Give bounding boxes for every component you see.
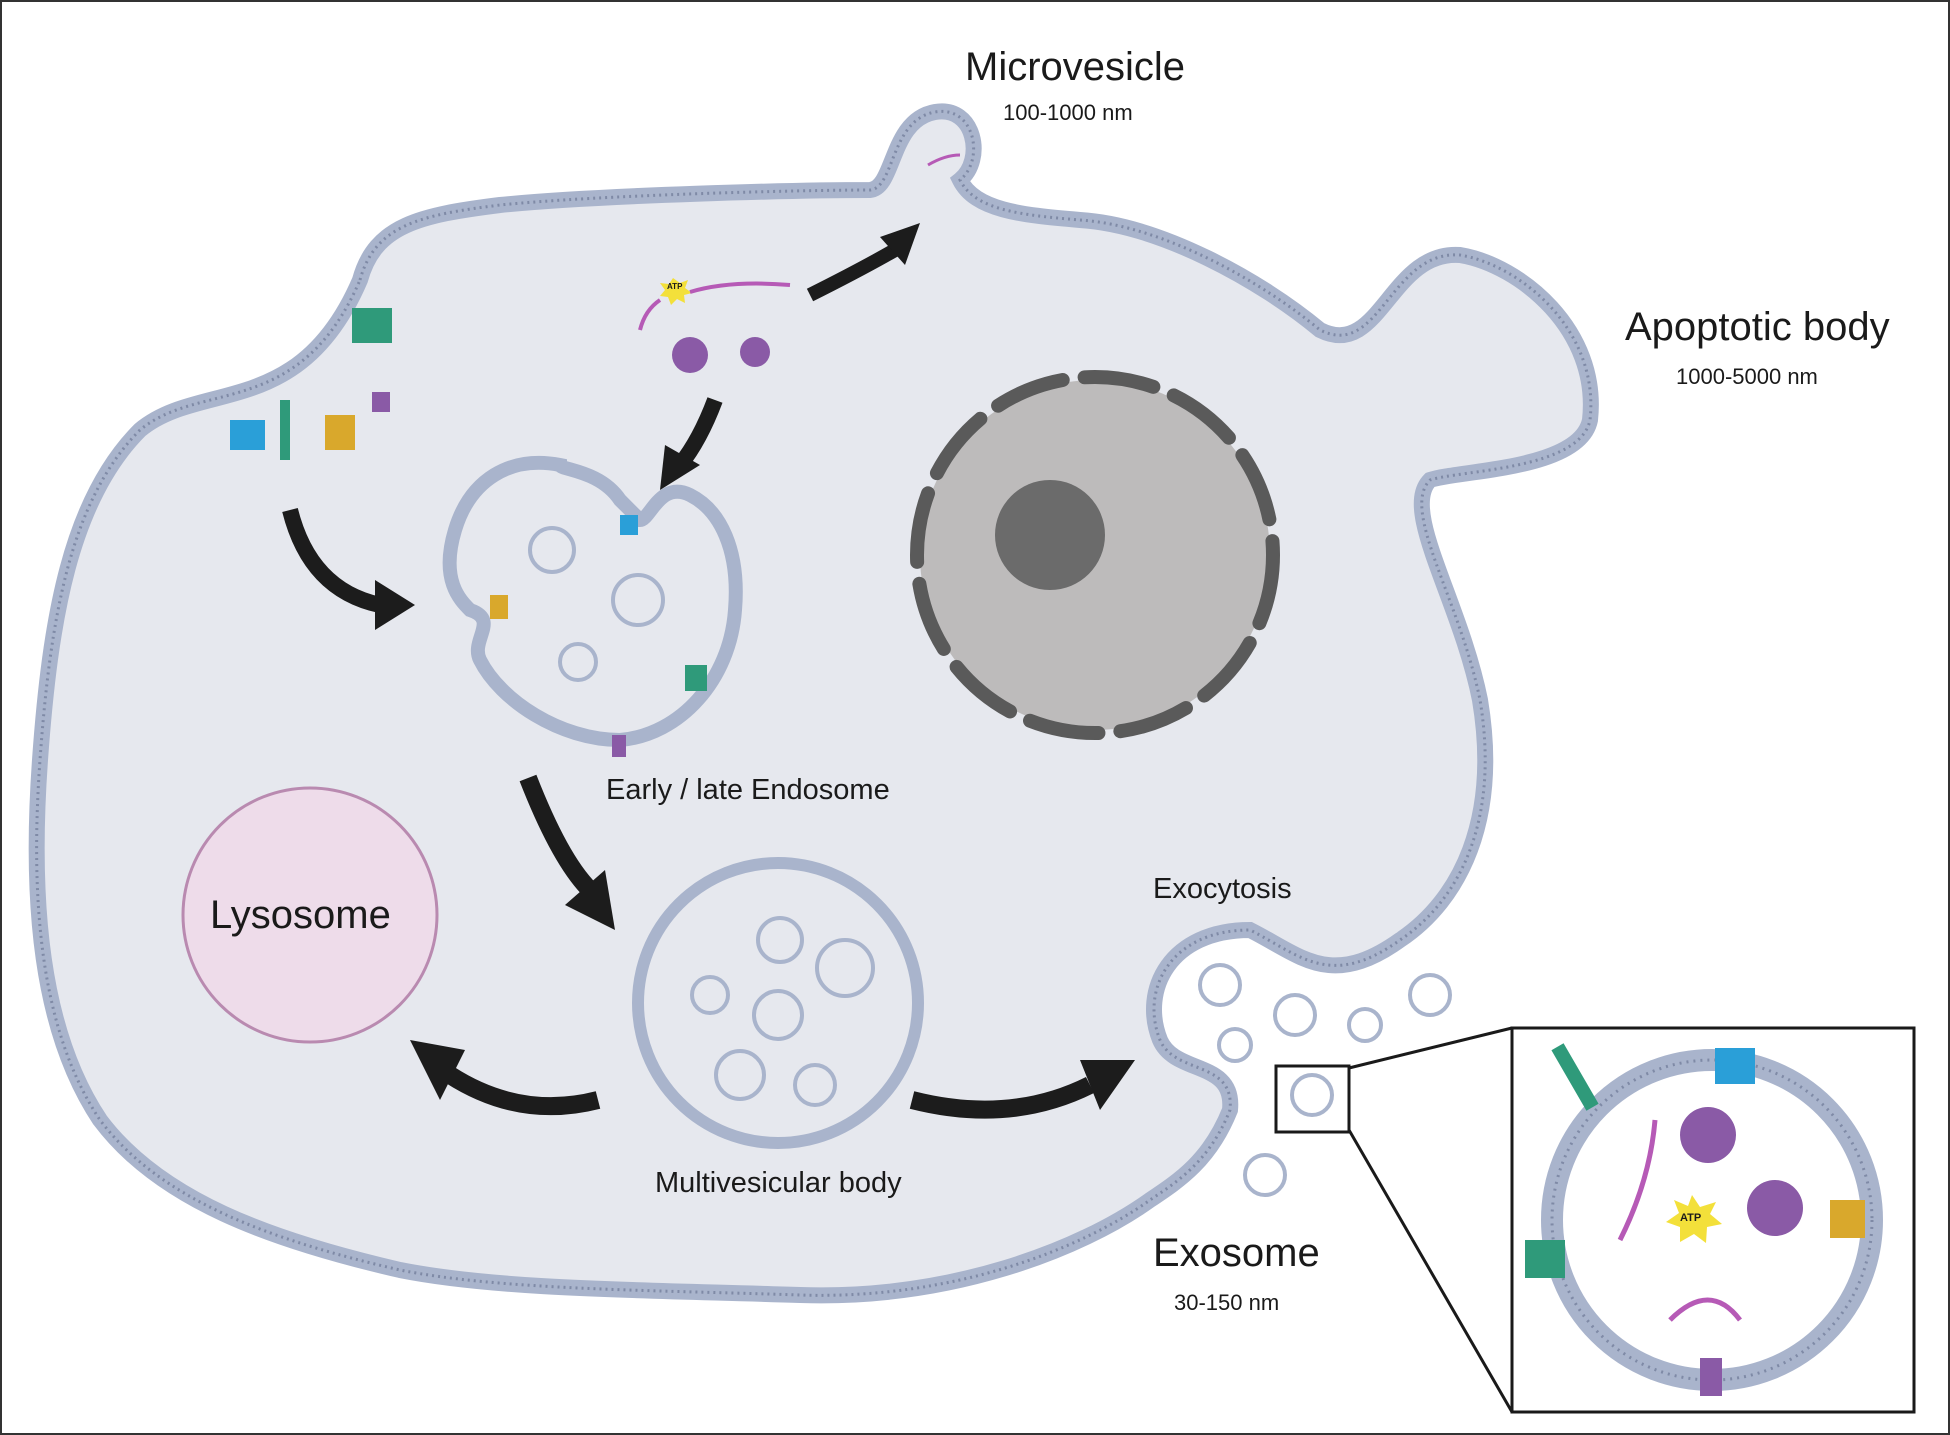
mvb-vesicle [793, 1063, 837, 1107]
exosome-zoom [1274, 1026, 1916, 1414]
mvb-vesicle [815, 938, 875, 998]
arrow-to-microvesicle [806, 243, 899, 302]
cell-membrane-detail [35, 109, 1593, 1297]
atp-label-zoom: ATP [1680, 1212, 1702, 1224]
protein [672, 337, 708, 373]
exosome-label: Exosome [1153, 1231, 1320, 1275]
zoom-line [1348, 1026, 1513, 1070]
exosome-size-label: 30-150 nm [1174, 1290, 1280, 1315]
apoptotic-size-label: 1000-5000 nm [1676, 364, 1818, 389]
arrow-to-mvb [519, 774, 597, 897]
blue-receptor [620, 515, 638, 535]
arrow-head [410, 1040, 465, 1100]
rna-hairpin [1668, 1297, 1742, 1322]
purple-channel [612, 735, 626, 757]
gold-receptor [325, 415, 355, 450]
cytosolic-cargo [638, 153, 961, 373]
green-receptor [685, 665, 707, 691]
purple-channel [1700, 1358, 1722, 1396]
atp-star [660, 278, 692, 305]
arrow-head [660, 445, 700, 490]
arrow-head [1080, 1060, 1135, 1110]
exosome-vesicle [1243, 1153, 1287, 1197]
green-ligand [1551, 1043, 1599, 1111]
nucleus [910, 370, 1280, 740]
arrow-head [375, 580, 415, 630]
microvesicle-size-label: 100-1000 nm [1003, 100, 1133, 125]
gold-receptor [490, 595, 508, 619]
exosome-vesicle [1217, 1027, 1253, 1063]
mvb-label: Multivesicular body [655, 1167, 902, 1199]
intraluminal-vesicle [558, 642, 598, 682]
atp-label-cytosol: ATP [667, 282, 683, 291]
microvesicle-rna [927, 153, 961, 167]
green-receptor [1525, 1240, 1565, 1278]
mvb-membrane [632, 857, 924, 1149]
zoom-source-box [1274, 1064, 1351, 1134]
protein [1747, 1180, 1803, 1236]
endosome-label: Early / late Endosome [606, 774, 890, 806]
lysosome-body [181, 786, 439, 1044]
microvesicle-label: Microvesicle [965, 45, 1186, 89]
exosome-membrane-detail [1550, 1058, 1874, 1382]
exocytosis-label: Exocytosis [1153, 873, 1292, 905]
mvb-vesicle [756, 916, 804, 964]
green-receptor [352, 308, 392, 343]
exosome-vesicle [1273, 993, 1317, 1037]
gold-receptor [1830, 1200, 1865, 1238]
arrow-head [565, 870, 615, 930]
mvb-vesicle [752, 989, 804, 1041]
zoom-line [1347, 1129, 1514, 1413]
rna-strand [689, 281, 791, 294]
lysosome-label: Lysosome [210, 893, 391, 937]
intraluminal-vesicle [528, 526, 576, 574]
arrow-to-lysosome [445, 1067, 601, 1116]
lysosome [181, 786, 439, 1044]
exosome-vesicle [1290, 1073, 1334, 1117]
surface-receptors [230, 308, 392, 460]
pathway-arrows [282, 223, 1135, 1119]
arrow-uptake [282, 507, 382, 613]
blue-receptor [230, 420, 265, 450]
multivesicular-body [632, 857, 924, 1149]
protein [1680, 1107, 1736, 1163]
atp-star [1666, 1195, 1722, 1243]
exosome-vesicle [1408, 973, 1452, 1017]
exosome-vesicle [1347, 1007, 1383, 1043]
protein [740, 337, 770, 367]
green-ligand [280, 400, 290, 460]
arrow-to-exocytosis [909, 1076, 1095, 1119]
blue-receptor [1715, 1048, 1755, 1084]
nucleolus [995, 480, 1105, 590]
rna-strand [638, 298, 662, 331]
mvb-vesicle [714, 1049, 766, 1101]
exosomes [1198, 963, 1452, 1197]
apoptotic-body-label: Apoptotic body [1625, 305, 1890, 349]
endosome-membrane [442, 455, 743, 748]
rna-strand [1617, 1119, 1658, 1242]
intraluminal-vesicle [611, 573, 665, 627]
nuclear-envelope [910, 370, 1280, 740]
purple-channel [372, 392, 390, 412]
endosome [442, 455, 743, 757]
mvb-vesicle [690, 975, 730, 1015]
exosome-vesicle [1198, 963, 1242, 1007]
arrow-head [880, 223, 920, 265]
